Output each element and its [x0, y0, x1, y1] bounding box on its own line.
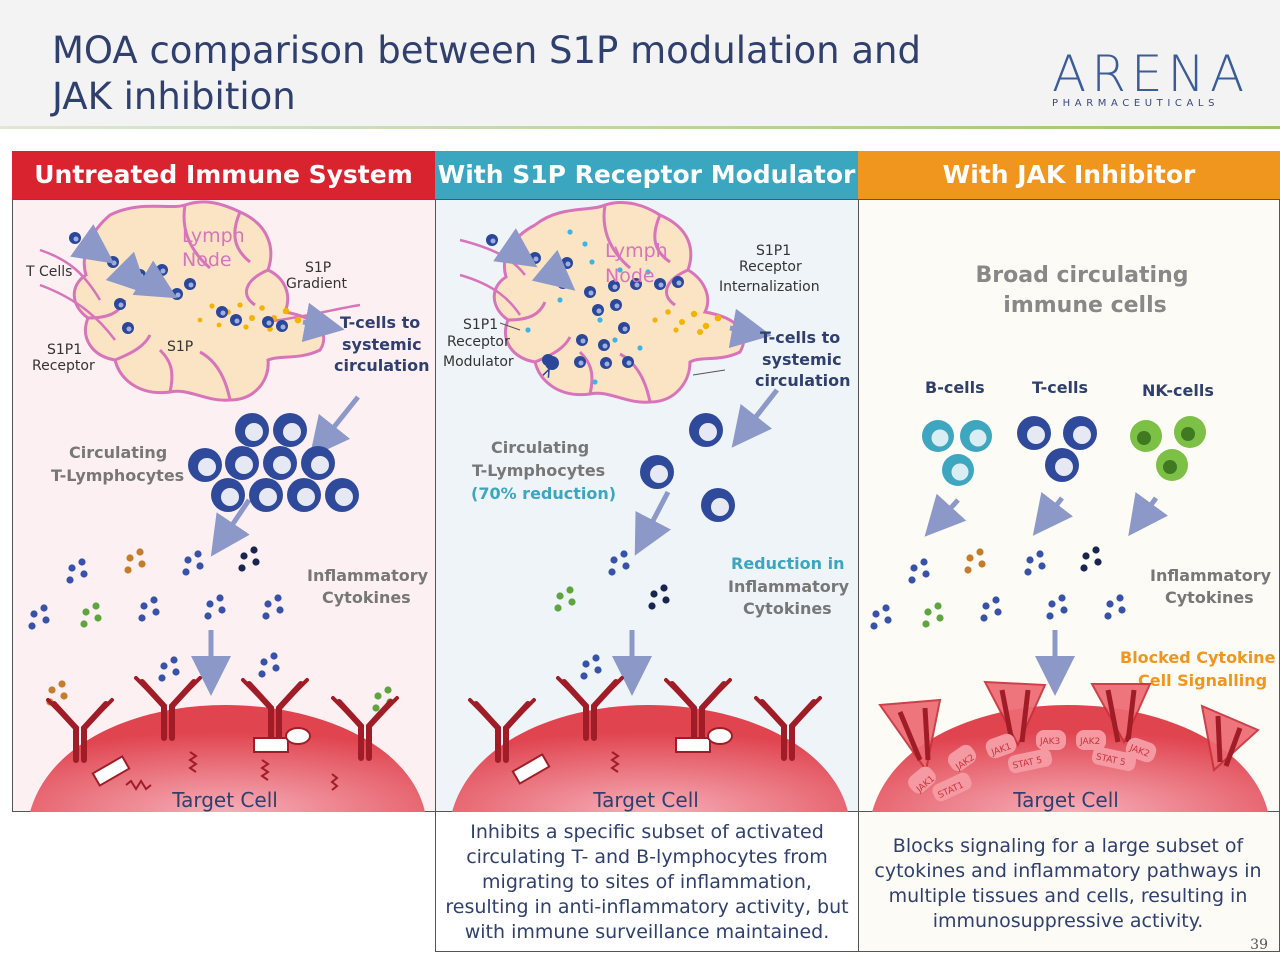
blocked-label-3b: Cell Signalling [1138, 671, 1267, 690]
lymph-label-1: Lymph [182, 225, 245, 247]
caption-s1p-line: resulting in anti-inflammatory activity,… [445, 896, 849, 918]
intern-label-2b: Receptor [739, 259, 802, 275]
tcells-to-label-1c: circulation [334, 356, 430, 375]
flow-arrows-3 [924, 491, 1168, 696]
caption-box-s1p [435, 812, 859, 952]
reduction-label-2a: Reduction in [731, 554, 844, 573]
target-cell-1: Target Cell [30, 678, 425, 812]
broad-label-3b: immune cells [1003, 293, 1166, 318]
labels-2-text: Lymph Node S1P1 Receptor Internalization… [443, 240, 851, 618]
mod-label-2b: Receptor [447, 334, 510, 350]
lymph-label-2: Lymph [605, 240, 668, 262]
caption-jak-line: immunosuppressive activity. [932, 910, 1204, 932]
s1p-gradient-label-1a: S1P [305, 260, 331, 276]
caption-box-jak [858, 812, 1280, 952]
circ-label-2c: (70% reduction) [471, 484, 616, 503]
tcells-to-label-2c: circulation [755, 371, 851, 390]
caption-s1p-line: migrating to sites of inflammation, [482, 871, 812, 893]
broad-label-3a: Broad circulating [976, 263, 1189, 288]
header-untreated: Untreated Immune System [12, 151, 435, 199]
node-label-2: Node [605, 265, 655, 287]
flow-arrows-1 [70, 224, 360, 696]
slide-title-line1: MOA comparison between S1P modulation an… [52, 29, 921, 72]
internalized-receptor-dots-2 [525, 229, 651, 385]
s1p1-label-1b: Receptor [32, 358, 95, 374]
target-cell-label-2: Target Cell [592, 788, 699, 812]
infl-label-1b: Cytokines [322, 588, 411, 607]
tcells-label-3: T-cells [1032, 378, 1088, 397]
caption-s1p: Inhibits a specific subset of activated … [437, 820, 857, 945]
s1p-label-1: S1P [167, 339, 193, 355]
nkcells-label-3: NK-cells [1142, 381, 1214, 400]
intern-label-2c: Internalization [719, 279, 820, 295]
logo-name: ARENA [1052, 45, 1250, 103]
bcells-label-3: B-cells [925, 378, 985, 397]
target-cell-label-1: Target Cell [171, 788, 278, 812]
page-number: 39 [1250, 937, 1268, 953]
s1p1-label-1a: S1P1 [47, 342, 82, 358]
lymph-node-1 [39, 200, 361, 402]
target-cell-2: Target Cell [452, 678, 848, 812]
reduction-label-2c: Cytokines [743, 599, 832, 618]
s1p-gradient-label-1b: Gradient [286, 276, 347, 292]
target-cell-label-3: Target Cell [1012, 788, 1119, 812]
mod-label-2c: Modulator [443, 354, 514, 370]
infl-label-3b: Cytokines [1165, 588, 1254, 607]
title-rule [0, 126, 1280, 129]
reduction-label-2b: Inflammatory [728, 577, 850, 596]
caption-jak-line: Blocks signaling for a large subset of [892, 835, 1244, 857]
slide-title-line2: JAK inhibition [52, 75, 296, 118]
immune-cells-3 [922, 416, 1206, 486]
caption-jak: Blocks signaling for a large subset of c… [860, 834, 1276, 934]
labels-3: Broad circulating immune cells B-cells T… [925, 263, 1276, 690]
arena-logo: ARENA PHARMACEUTICALS [1052, 45, 1250, 109]
circ-label-2b: T-Lymphocytes [472, 461, 605, 480]
infl-label-1a: Inflammatory [307, 566, 429, 585]
circulating-tcells-2 [542, 356, 735, 522]
circ-label-1b: T-Lymphocytes [51, 466, 184, 485]
cytokines-2 [554, 550, 670, 680]
tcells-to-label-1a: T-cells to [340, 313, 420, 332]
caption-s1p-line: with immune surveillance maintained. [464, 921, 830, 943]
caption-s1p-line: Inhibits a specific subset of activated [470, 821, 824, 843]
labels-1: Lymph Node T Cells S1P Gradient S1P1 Rec… [25, 225, 430, 607]
circ-label-2a: Circulating [491, 438, 589, 457]
target-cell-3: JAK1 JAK2 STAT1 JAK1 JAK3 STAT 5 JAK2 JA… [872, 680, 1268, 812]
jak2-label-b: JAK2 [1079, 737, 1100, 747]
jak3-label: JAK3 [1039, 737, 1060, 747]
title-area [0, 0, 1280, 126]
flow-arrows-2 [493, 228, 779, 696]
blocked-label-3a: Blocked Cytokine [1120, 648, 1276, 667]
tcells-to-label-2a: T-cells to [760, 328, 840, 347]
intern-label-2a: S1P1 [756, 243, 791, 259]
mod-label-2a: S1P1 [463, 317, 498, 333]
logo-subtitle: PHARMACEUTICALS [1052, 98, 1220, 109]
slide-title: MOA comparison between S1P modulation an… [52, 28, 921, 120]
node-label-1: Node [182, 249, 232, 271]
labels-2 [499, 322, 726, 376]
infl-label-3a: Inflammatory [1150, 566, 1272, 585]
cytokines-3 [870, 546, 1126, 630]
circ-label-1a: Circulating [69, 443, 167, 462]
tcells-to-label-2b: systemic [762, 350, 842, 369]
tcells-to-label-1b: systemic [342, 335, 422, 354]
caption-s1p-line: circulating T- and B-lymphocytes from [466, 846, 828, 868]
lymph-node-2 [459, 201, 746, 404]
s1p-gradient-dots-2 [652, 309, 722, 335]
caption-jak-line: cytokines and inflammatory pathways in [874, 860, 1262, 882]
caption-jak-line: multiple tissues and cells, resulting in [888, 885, 1248, 907]
header-jak: With JAK Inhibitor [858, 151, 1280, 199]
tcells-label-1: T Cells [25, 264, 72, 280]
header-s1p: With S1P Receptor Modulator [435, 151, 858, 199]
